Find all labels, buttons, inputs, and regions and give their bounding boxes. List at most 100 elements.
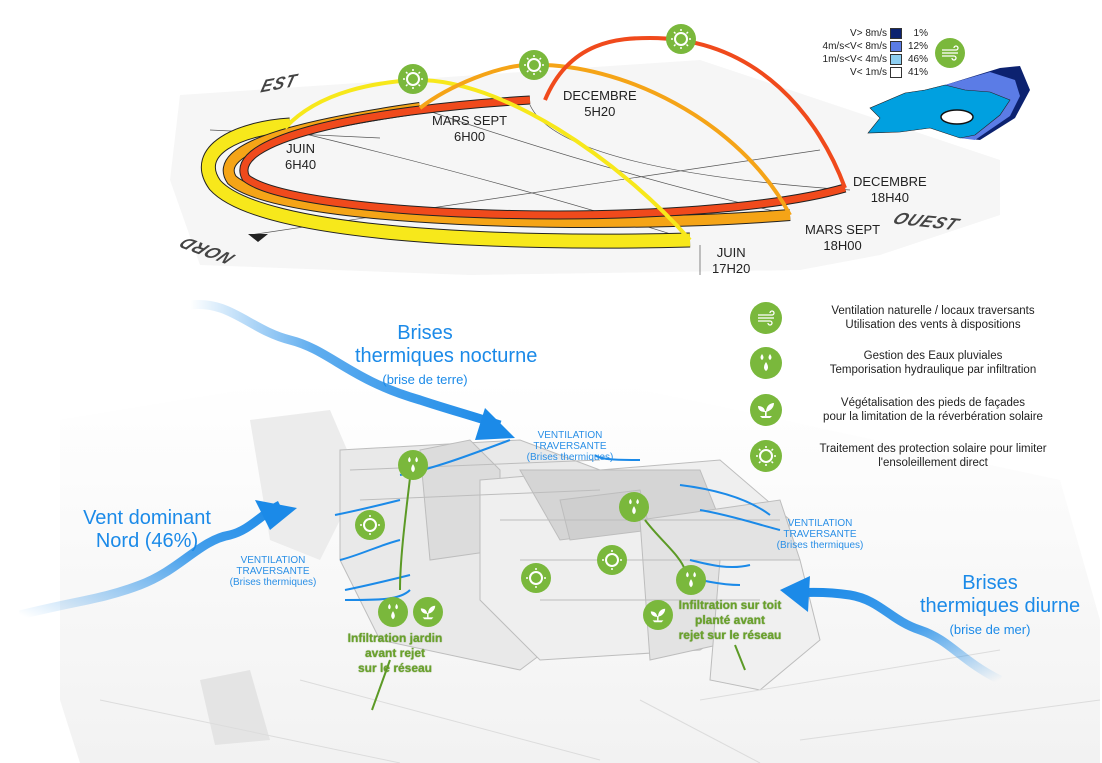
legend-item-ventilation: Ventilation naturelle / locaux traversan… <box>750 302 1078 334</box>
sun-icon <box>750 440 782 472</box>
swatch <box>890 28 902 39</box>
legend-line: Ventilation naturelle / locaux traversan… <box>831 305 1035 317</box>
sun-icon <box>666 24 696 54</box>
legend-line: Temporisation hydraulique par infiltrati… <box>829 364 1037 376</box>
legend-text: Traitement des protection solaire pour l… <box>788 442 1078 470</box>
wind-icon <box>935 38 965 68</box>
legend-line: Gestion des Eaux pluviales <box>863 350 1003 362</box>
wind-title: thermiques nocturne <box>355 345 538 367</box>
sun-icon <box>521 563 551 593</box>
infiltration-jardin-label: Infiltration jardin avant rejet sur le r… <box>340 631 450 676</box>
infiltration-line: avant rejet <box>364 646 426 660</box>
legend-line: Végétalisation des pieds de façades <box>840 397 1026 409</box>
wind-icon <box>750 302 782 334</box>
wind-percent: 1% <box>913 28 928 39</box>
ventilation-label: VENTILATION TRAVERSANTE (Brises thermiqu… <box>515 430 625 463</box>
wind-rose-chart <box>867 66 1030 140</box>
wind-arrow-nocturne-head <box>475 408 515 440</box>
water-drops-icon <box>676 565 706 595</box>
wind-title: Nord (46%) <box>95 530 199 552</box>
infiltration-line: planté avant <box>694 613 766 627</box>
infiltration-line: rejet sur le réseau <box>678 628 782 642</box>
wind-arrow-dominant <box>18 500 283 620</box>
season: MARS SEPT <box>432 113 508 128</box>
sunset-juin: JUIN 17H20 <box>712 245 750 277</box>
wind-title: Brises <box>962 572 1018 594</box>
infiltration-toit-label: Infiltration sur toit planté avant rejet… <box>670 598 790 643</box>
north-arrow-icon <box>248 234 268 242</box>
vent-line: TRAVERSANTE <box>783 529 857 540</box>
sun-icon <box>597 545 627 575</box>
season: MARS SEPT <box>805 222 881 237</box>
vent-line: TRAVERSANTE <box>236 566 310 577</box>
season: DECEMBRE <box>563 88 637 103</box>
legend-text: Végétalisation des pieds de façades pour … <box>788 396 1078 424</box>
season: DECEMBRE <box>853 174 927 189</box>
sun-icon <box>519 50 549 80</box>
time: 18H00 <box>823 238 862 253</box>
wind-rose-legend: V> 8m/s 1% 4m/s<V< 8m/s 12% 1m/s<V< 4m/s 46… <box>806 27 928 79</box>
season: JUIN <box>286 141 315 156</box>
ventilation-label: VENTILATION TRAVERSANTE (Brises thermiqu… <box>218 555 328 588</box>
wind-legend-row: V< 1m/s 41% <box>806 66 928 79</box>
water-drops-icon <box>398 450 428 480</box>
wind-label-diurne: Brises thermiques diurne (brise de mer) <box>920 572 1080 641</box>
plant-icon <box>750 394 782 426</box>
vent-line: VENTILATION <box>787 518 853 529</box>
water-drops-icon <box>750 347 782 379</box>
wind-subtitle: (brise de terre) <box>382 372 468 387</box>
plant-icon <box>643 600 673 630</box>
building-model <box>339 439 821 691</box>
legend-text: Ventilation naturelle / locaux traversan… <box>788 304 1078 332</box>
swatch <box>890 41 902 52</box>
sunrise-mars-sept: MARS SEPT 6H00 <box>432 113 507 145</box>
wind-arrow-nocturne <box>189 299 502 430</box>
wind-label-nocturne: Brises thermiques nocturne (brise de ter… <box>355 322 538 391</box>
sunset-decembre: DECEMBRE 18H40 <box>853 174 927 206</box>
sunrise-juin: JUIN 6H40 <box>285 141 316 173</box>
wind-percent: 12% <box>907 41 928 52</box>
wind-percent: 46% <box>907 54 928 65</box>
wind-subtitle: (brise de mer) <box>949 622 1031 637</box>
ventilation-label: VENTILATION TRAVERSANTE (Brises thermiqu… <box>765 518 875 551</box>
legend-line: l'ensoleillement direct <box>878 457 988 469</box>
wind-speed-label: 1m/s<V< 4m/s <box>822 54 887 65</box>
wind-speed-label: 4m/s<V< 8m/s <box>822 41 887 52</box>
time: 5H20 <box>584 104 616 119</box>
vent-line: VENTILATION <box>537 430 603 441</box>
sunset-mars-sept: MARS SEPT 18H00 <box>805 222 880 254</box>
infiltration-line: Infiltration sur toit <box>678 598 782 612</box>
water-drops-icon <box>378 597 408 627</box>
wind-arrow-dominant-head <box>255 500 297 530</box>
season: JUIN <box>716 245 746 260</box>
vent-line: (Brises thermiques) <box>229 577 317 588</box>
wind-percent: 41% <box>907 67 928 78</box>
sun-path-diagram <box>201 35 851 275</box>
sun-icon <box>398 64 428 94</box>
vent-line: VENTILATION <box>240 555 306 566</box>
sunrise-decembre: DECEMBRE 5H20 <box>563 88 637 120</box>
legend-line: Utilisation des vents à dispositions <box>845 319 1021 331</box>
wind-legend-row: 4m/s<V< 8m/s 12% <box>806 40 928 53</box>
legend-line: Traitement des protection solaire pour l… <box>819 443 1047 455</box>
time: 6H00 <box>454 129 486 144</box>
wind-label-dominant: Vent dominant Nord (46%) <box>72 507 222 553</box>
time: 18H40 <box>870 190 909 205</box>
wind-legend-row: V> 8m/s 1% <box>806 27 928 40</box>
time: 17H20 <box>712 261 751 276</box>
wind-speed-label: V< 1m/s <box>850 67 887 78</box>
wind-speed-label: V> 8m/s <box>850 28 887 39</box>
wind-title: Vent dominant <box>83 507 211 529</box>
time: 6H40 <box>285 157 317 172</box>
infiltration-line: Infiltration jardin <box>347 631 443 645</box>
wind-arrow-diurne-head <box>780 576 810 612</box>
wind-arrow-diurne <box>794 587 1003 685</box>
legend-item-vegetalisation: Végétalisation des pieds de façades pour … <box>750 394 1078 426</box>
wind-legend-row: 1m/s<V< 4m/s 46% <box>806 53 928 66</box>
legend-line: pour la limitation de la réverbération s… <box>823 411 1043 423</box>
swatch <box>890 54 902 65</box>
vent-line: (Brises thermiques) <box>526 452 614 463</box>
